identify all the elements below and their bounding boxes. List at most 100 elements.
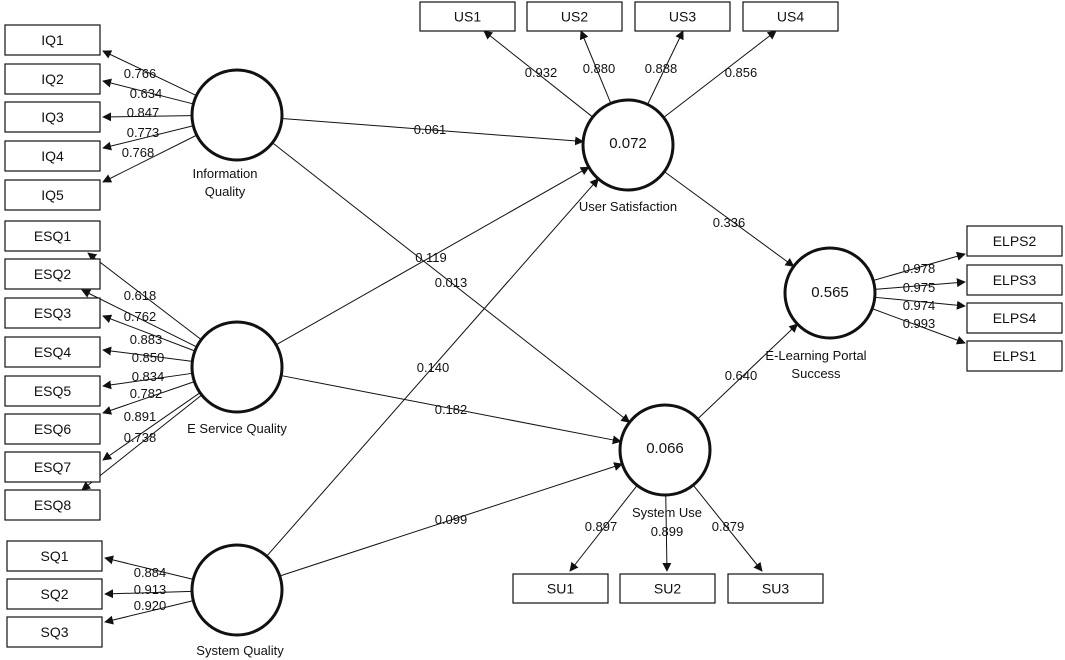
path-arrow-iq-us — [281, 117, 585, 146]
indicator-label-elps1: ELPS1 — [993, 348, 1037, 364]
loading-value-iq1: 0.766 — [124, 66, 157, 81]
indicator-box-iq2[interactable] — [4, 63, 101, 95]
r-squared-su: 0.066 — [646, 440, 684, 457]
indicator-label-us1: US1 — [454, 9, 481, 25]
indicator-box-iq4[interactable] — [4, 140, 101, 172]
loading-arrow-sq1 — [104, 555, 194, 580]
indicator-label-iq2: IQ2 — [41, 71, 64, 87]
indicator-label-us3: US3 — [669, 9, 696, 25]
indicator-box-iq3[interactable] — [4, 101, 101, 133]
indicator-label-su2: SU2 — [654, 581, 681, 597]
path-coefficient-sq-su: 0.099 — [435, 512, 468, 527]
indicator-box-us1[interactable] — [419, 1, 516, 32]
loading-arrow-esq7 — [102, 392, 201, 461]
loading-value-us1: 0.932 — [525, 65, 558, 80]
indicator-box-elps3[interactable] — [966, 264, 1063, 296]
shape-layer — [4, 1, 1063, 648]
loading-value-su3: 0.879 — [712, 519, 745, 534]
indicator-box-esq7[interactable] — [4, 451, 101, 483]
indicator-box-sq1[interactable] — [6, 540, 103, 572]
indicator-label-iq1: IQ1 — [41, 32, 64, 48]
path-coefficient-iq-us: 0.061 — [414, 122, 447, 137]
loading-value-iq2: 0.634 — [130, 86, 163, 101]
loading-arrow-us2 — [579, 30, 612, 104]
loading-arrow-elps4 — [874, 296, 966, 310]
path-arrow-us-elps — [664, 171, 795, 267]
indicator-box-us3[interactable] — [634, 1, 731, 32]
indicator-box-elps2[interactable] — [966, 225, 1063, 257]
loading-arrow-elps2 — [873, 251, 966, 281]
loading-arrow-elps1 — [872, 308, 966, 345]
indicator-label-esq6: ESQ6 — [34, 421, 72, 437]
loading-arrow-esq8 — [81, 394, 203, 491]
indicator-box-us4[interactable] — [742, 1, 839, 32]
indicator-box-esq4[interactable] — [4, 336, 101, 368]
loading-arrow-iq2 — [102, 78, 194, 105]
path-coefficient-sq-us: 0.140 — [417, 360, 450, 375]
path-arrow-esq-su — [281, 375, 622, 445]
indicator-box-su1[interactable] — [512, 573, 609, 604]
construct-circle-sq[interactable] — [190, 543, 284, 637]
indicator-label-iq4: IQ4 — [41, 148, 64, 164]
path-coefficient-su-elps: 0.640 — [725, 368, 758, 383]
r-squared-us: 0.072 — [609, 135, 647, 152]
r-squared-elps: 0.565 — [811, 284, 849, 301]
loading-arrow-esq6 — [102, 381, 195, 415]
loading-arrow-sq2 — [104, 589, 193, 599]
indicator-label-iq3: IQ3 — [41, 109, 64, 125]
indicator-label-sq2: SQ2 — [40, 586, 68, 602]
indicator-box-su2[interactable] — [619, 573, 716, 604]
loading-value-iq3: 0.847 — [127, 105, 160, 120]
loading-value-esq2: 0.762 — [124, 309, 157, 324]
loading-arrow-iq3 — [102, 112, 193, 122]
loading-value-sq1: 0.884 — [134, 565, 167, 580]
indicator-label-su3: SU3 — [762, 581, 789, 597]
indicator-box-esq6[interactable] — [4, 413, 101, 445]
indicator-box-esq5[interactable] — [4, 375, 101, 407]
path-arrow-iq-su — [272, 142, 631, 423]
indicator-label-elps2: ELPS2 — [993, 233, 1037, 249]
loading-arrow-esq1 — [87, 252, 202, 341]
loading-arrow-su2 — [662, 494, 672, 572]
indicator-box-elps1[interactable] — [966, 340, 1063, 372]
indicator-label-esq1: ESQ1 — [34, 228, 72, 244]
loading-value-us3: 0.888 — [645, 61, 678, 76]
indicator-box-sq3[interactable] — [6, 616, 103, 648]
indicator-box-esq8[interactable] — [4, 489, 101, 521]
construct-circle-elps[interactable] — [783, 246, 877, 340]
loading-arrow-iq1 — [102, 50, 197, 97]
indicator-box-sq2[interactable] — [6, 578, 103, 610]
indicator-box-esq2[interactable] — [4, 258, 101, 290]
indicator-label-sq1: SQ1 — [40, 548, 68, 564]
construct-circle-iq[interactable] — [190, 68, 284, 162]
loading-arrow-esq5 — [102, 372, 193, 390]
construct-circle-us[interactable] — [581, 98, 675, 192]
loading-arrow-esq4 — [102, 346, 193, 362]
loading-value-iq4: 0.773 — [127, 125, 160, 140]
loading-arrow-sq3 — [104, 600, 194, 625]
construct-circle-esq[interactable] — [190, 320, 284, 414]
construct-name-sq: System Quality — [196, 643, 284, 658]
construct-name-esq: E Service Quality — [187, 421, 287, 436]
loading-value-esq6: 0.782 — [130, 386, 163, 401]
indicator-box-elps4[interactable] — [966, 302, 1063, 334]
path-arrow-sq-us — [266, 178, 599, 557]
loading-arrow-us4 — [663, 30, 777, 118]
construct-circle-su[interactable] — [618, 403, 712, 497]
indicator-label-esq5: ESQ5 — [34, 383, 72, 399]
connector-layer — [81, 30, 966, 625]
indicator-box-us2[interactable] — [526, 1, 623, 32]
indicator-box-iq5[interactable] — [4, 179, 101, 211]
construct-name-elps-line1: E-Learning Portal — [765, 348, 866, 363]
indicator-box-esq3[interactable] — [4, 297, 101, 329]
indicator-box-su3[interactable] — [727, 573, 824, 604]
indicator-label-us4: US4 — [777, 9, 804, 25]
indicator-label-su1: SU1 — [547, 581, 574, 597]
indicator-label-esq3: ESQ3 — [34, 305, 72, 321]
path-coefficient-us-elps: 0.336 — [713, 215, 746, 230]
indicator-box-iq1[interactable] — [4, 24, 101, 56]
loading-arrow-us1 — [483, 30, 594, 118]
loading-arrow-iq5 — [102, 134, 197, 183]
indicator-box-esq1[interactable] — [4, 220, 101, 252]
loading-value-su1: 0.897 — [585, 519, 618, 534]
